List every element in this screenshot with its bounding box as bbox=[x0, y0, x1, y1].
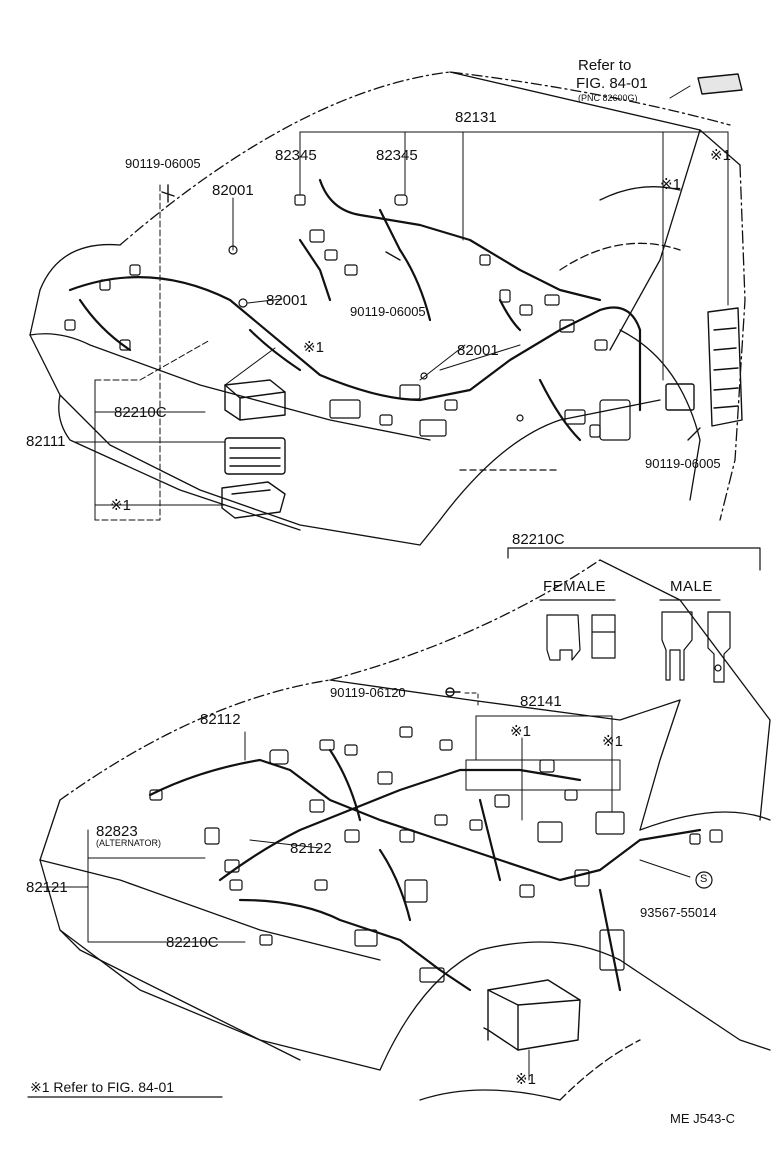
inset-title: 82210C bbox=[512, 531, 565, 548]
part-90119-06005-a: 90119-06005 bbox=[125, 156, 201, 171]
part-82001-c: 82001 bbox=[457, 342, 499, 359]
ref1-label-a: ※1 bbox=[710, 147, 731, 164]
part-82823: 82823 bbox=[96, 823, 138, 840]
ref1-label-g: ※1 bbox=[515, 1071, 536, 1088]
s-marker: S bbox=[700, 873, 708, 885]
top-harness bbox=[68, 178, 642, 442]
ref1-label-c: ※1 bbox=[303, 339, 324, 356]
terminal-inset bbox=[507, 547, 761, 683]
part-82001-a: 82001 bbox=[212, 182, 254, 199]
top-car-body bbox=[29, 71, 746, 546]
part-90119-06005-c: 90119-06005 bbox=[645, 456, 721, 471]
part-90119-06005-b: 90119-06005 bbox=[350, 304, 426, 319]
bottom-harness bbox=[148, 748, 702, 992]
top-connectors bbox=[64, 194, 631, 441]
ref1-label-b: ※1 bbox=[660, 176, 681, 193]
refer-label-line2: FIG. 84-01 bbox=[576, 75, 648, 92]
bottom-connectors bbox=[149, 726, 723, 983]
refer-label-line1: Refer to bbox=[578, 57, 632, 74]
part-82001-b: 82001 bbox=[266, 292, 308, 309]
refer-label-line3: (PNC 82600G) bbox=[578, 93, 638, 103]
inset-male-label: MALE bbox=[670, 578, 713, 595]
top-components bbox=[161, 73, 743, 519]
part-82111: 82111 bbox=[26, 433, 66, 450]
part-93567-55014: 93567-55014 bbox=[640, 905, 717, 920]
part-82210C-top: 82210C bbox=[114, 404, 167, 421]
part-82345-a: 82345 bbox=[275, 147, 317, 164]
part-90119-06120: 90119-06120 bbox=[330, 685, 406, 700]
inset-female-label: FEMALE bbox=[543, 578, 607, 595]
part-82141: 82141 bbox=[520, 693, 562, 710]
footer-note: ※1 Refer to FIG. 84-01 bbox=[30, 1079, 175, 1095]
part-82345-b: 82345 bbox=[376, 147, 418, 164]
figure-code: ME J543-C bbox=[670, 1111, 736, 1126]
ref1-label-f: ※1 bbox=[602, 733, 623, 750]
alternator-label: (ALTERNATOR) bbox=[96, 838, 162, 848]
ref1-label-e: ※1 bbox=[510, 723, 531, 740]
ref1-label-d: ※1 bbox=[110, 497, 131, 514]
part-82210C-bottom: 82210C bbox=[166, 934, 219, 951]
part-82122: 82122 bbox=[290, 840, 332, 857]
part-82121: 82121 bbox=[26, 879, 68, 896]
top-leader-lines bbox=[74, 85, 729, 521]
bottom-leader-lines bbox=[39, 692, 691, 1081]
part-82112: 82112 bbox=[200, 711, 241, 728]
bottom-components bbox=[445, 687, 621, 1051]
part-82131: 82131 bbox=[455, 109, 497, 126]
